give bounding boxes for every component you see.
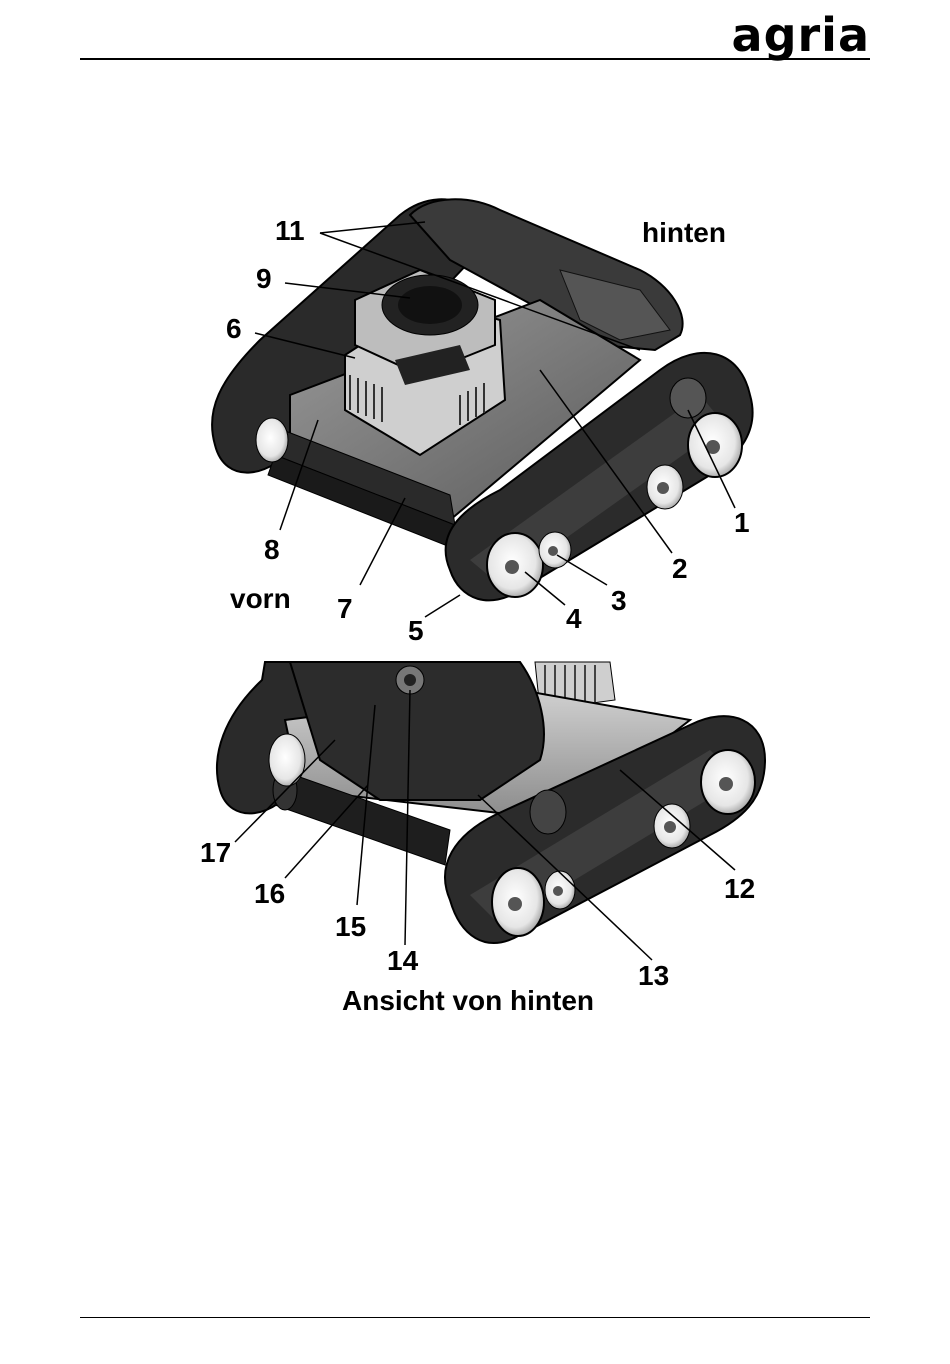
label-11: 11: [275, 215, 305, 246]
label-2: 2: [672, 553, 688, 584]
footer-rule: [80, 1317, 870, 1318]
label-3: 3: [611, 585, 627, 616]
label-17: 17: [200, 837, 231, 868]
label-6: 6: [226, 313, 242, 344]
label-14: 14: [387, 945, 419, 976]
rear-view-machine: [217, 662, 765, 960]
label-12: 12: [724, 873, 755, 904]
label-13: 13: [638, 960, 669, 991]
label-15: 15: [335, 911, 366, 942]
label-8: 8: [264, 534, 280, 565]
label-1: 1: [734, 507, 750, 538]
label-9: 9: [256, 263, 272, 294]
label-vorn: vorn: [230, 583, 291, 614]
label-4: 4: [566, 603, 582, 634]
label-5: 5: [408, 615, 424, 646]
label-7: 7: [337, 593, 353, 624]
label-16: 16: [254, 878, 285, 909]
label-hinten: hinten: [642, 217, 726, 248]
figure-caption: Ansicht von hinten: [342, 985, 594, 1017]
